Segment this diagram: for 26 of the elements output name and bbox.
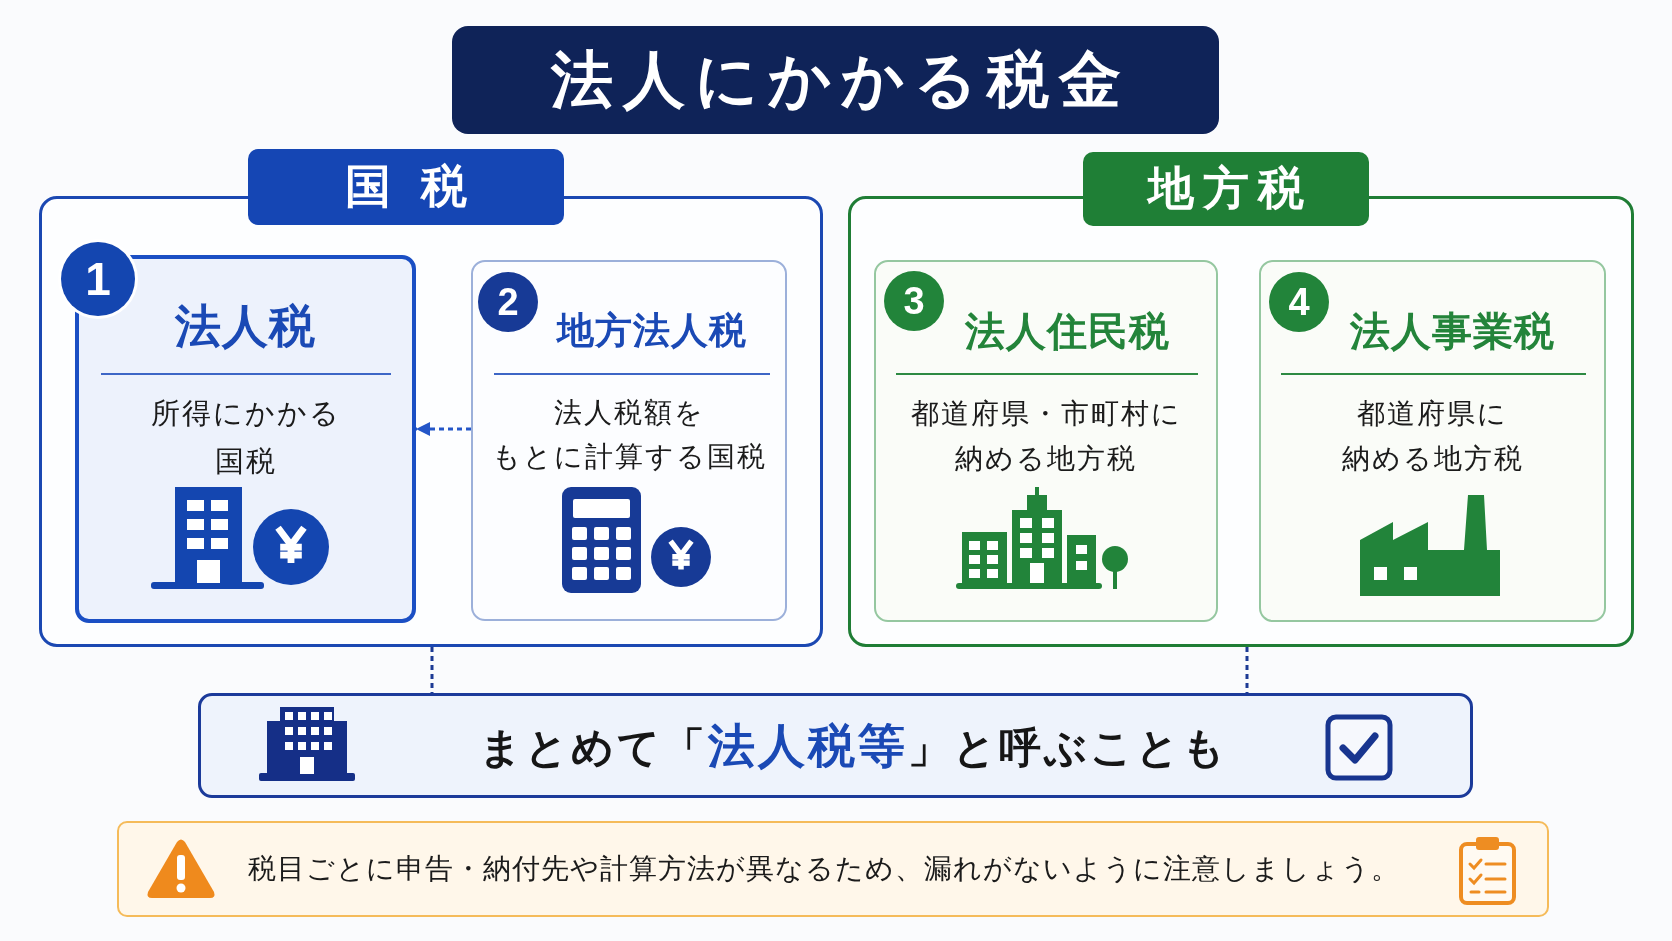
- number-badge: 4: [1269, 272, 1329, 332]
- tax-name-heading: 法人税: [175, 299, 316, 355]
- tax-card: [874, 260, 1218, 622]
- dotted-connector-line: [1245, 647, 1249, 693]
- tax-name-heading: 法人住民税: [964, 307, 1170, 355]
- dotted-arrow: [416, 422, 471, 436]
- tax-card: [1259, 260, 1606, 622]
- title-banner: 法人にかかる税金: [452, 26, 1219, 134]
- number-badge: 1: [61, 242, 135, 316]
- tax-card: [471, 260, 787, 621]
- number-badge: 2: [478, 272, 538, 332]
- category-tab: 地方税: [1083, 152, 1369, 226]
- tax-card: [75, 255, 416, 623]
- description-text: 法人税額をもとに計算する国税: [491, 395, 767, 475]
- number-badge: 3: [884, 271, 944, 331]
- dotted-connector-line: [430, 647, 434, 693]
- notice-banner: [117, 821, 1549, 917]
- notice-text: 税目ごとに申告・納付先や計算方法が異なるため、漏れがないように注意しましょう。: [248, 852, 1400, 886]
- tax-name-heading: 地方法人税: [557, 309, 747, 354]
- summary-banner: [198, 693, 1473, 798]
- description-text: 都道府県・市町村に納める地方税: [910, 396, 1182, 477]
- tax-name-heading: 法人事業税: [1350, 307, 1555, 355]
- description-text: 所得にかかる国税: [150, 395, 341, 480]
- category-tab: 国税: [248, 149, 564, 225]
- summary-text: まとめて「法人税等」と呼ぶことも: [479, 717, 1228, 774]
- description-text: 都道府県に納める地方税: [1341, 396, 1524, 477]
